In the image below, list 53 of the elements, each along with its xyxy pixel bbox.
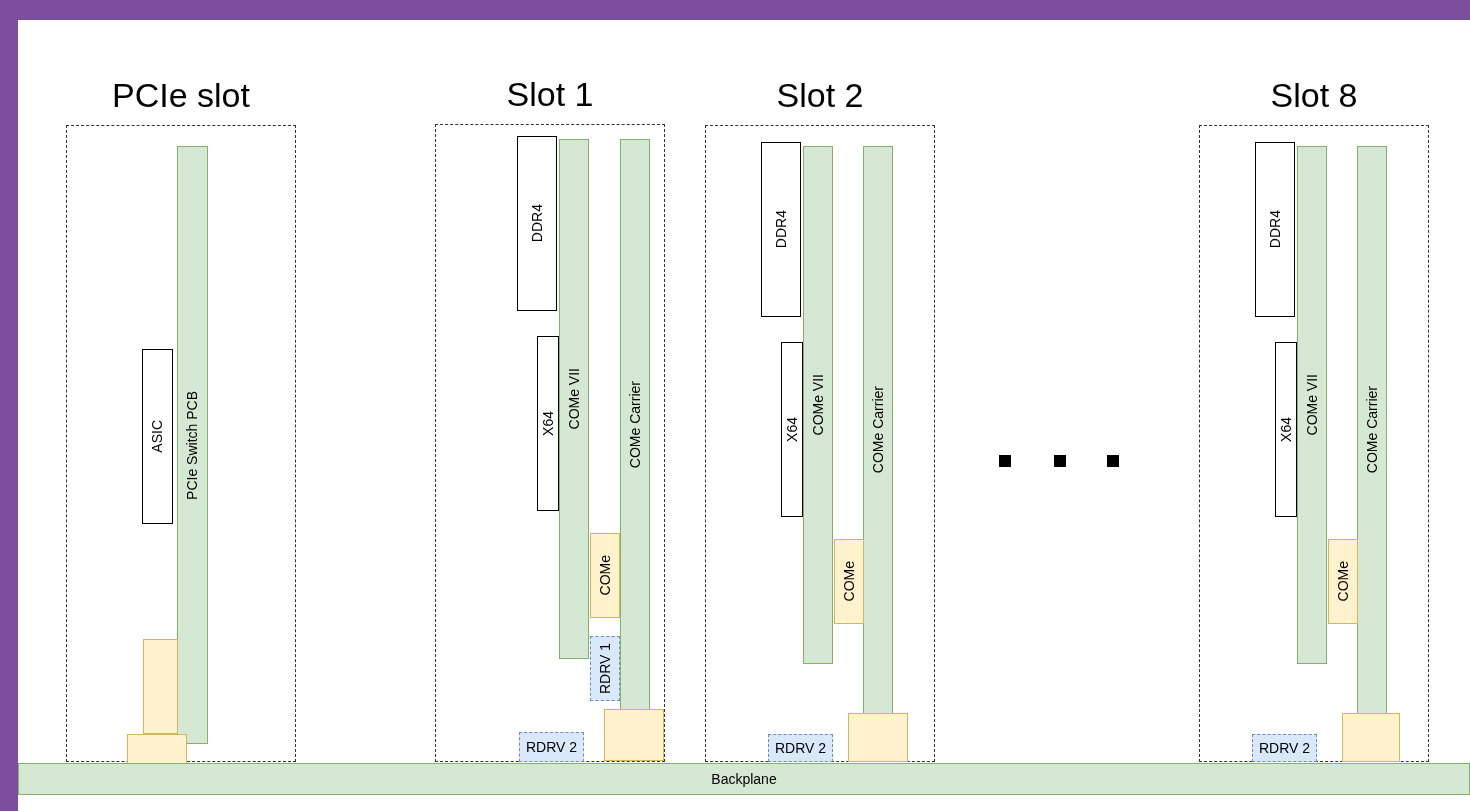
connector-block: [834, 539, 864, 624]
slot-heading: Slot 2: [775, 76, 865, 115]
redriver-chip: [1252, 734, 1317, 762]
slot-heading: Slot 8: [1269, 76, 1359, 115]
part-label: COMe VII: [1303, 374, 1321, 436]
board-bar: [559, 139, 589, 659]
connector-block: [143, 639, 178, 734]
chip-box: [517, 136, 557, 311]
redriver-chip: [590, 636, 620, 701]
board-bar: [1357, 146, 1387, 714]
chip-box: [1275, 342, 1297, 517]
part-label: X64: [539, 411, 557, 436]
connector-block: [1328, 539, 1358, 624]
part-label: ASIC: [149, 420, 166, 453]
part-label: COMe Carrier: [1363, 386, 1381, 474]
part-label: RDRV 1: [596, 642, 614, 695]
chip-box: [761, 142, 801, 317]
chip-box: [781, 342, 803, 517]
redriver-chip: [519, 732, 584, 762]
part-label: COMe: [1334, 561, 1352, 602]
part-label: COMe VII: [809, 374, 827, 436]
part-label: PCIe Switch PCB: [184, 390, 201, 500]
redriver-chip: [768, 734, 833, 762]
part-label: COMe: [596, 555, 614, 596]
board-bar: [620, 139, 650, 711]
part-label: COMe VII: [565, 368, 583, 430]
part-label: COMe: [840, 561, 858, 602]
connector-block: [1342, 713, 1400, 762]
connector-block: [604, 709, 664, 761]
part-label: DDR4: [772, 210, 790, 249]
part-label: COMe Carrier: [869, 386, 887, 474]
part-label: X64: [783, 417, 801, 442]
board-bar: [1297, 146, 1327, 664]
connector-block: [127, 734, 187, 764]
part-label: RDRV 2: [774, 739, 827, 757]
part-label: DDR4: [528, 204, 546, 243]
board-bar: [177, 146, 208, 744]
part-label: X64: [1277, 417, 1295, 442]
part-label: DDR4: [1266, 210, 1284, 249]
part-label: RDRV 2: [1258, 739, 1311, 757]
part-label: Backplane: [711, 770, 777, 788]
part-label: RDRV 2: [525, 738, 578, 756]
slot-heading: PCIe slot: [111, 76, 251, 115]
part-label: COMe Carrier: [626, 381, 644, 469]
chip-box: [537, 336, 559, 511]
chip-box: [142, 349, 173, 524]
chip-box: [1255, 142, 1295, 317]
slot-heading: Slot 1: [505, 75, 595, 114]
connector-block: [848, 713, 908, 762]
backplane-bar: [18, 763, 1470, 795]
board-bar: [863, 146, 893, 714]
connector-block: [590, 533, 620, 618]
board-bar: [803, 146, 833, 664]
